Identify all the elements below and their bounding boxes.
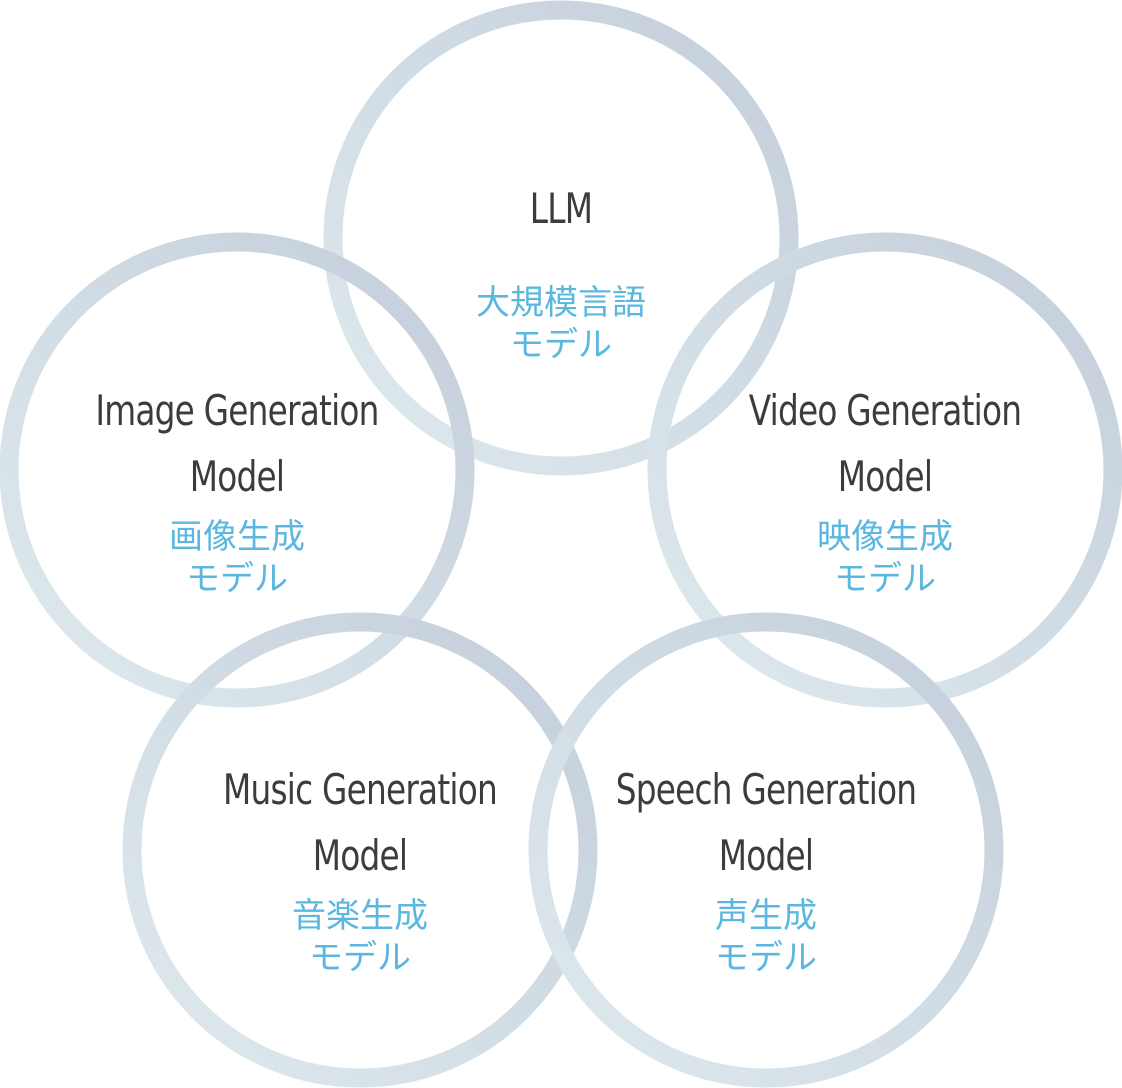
llm-label: LLM 大規模言語 モデル [341, 176, 781, 366]
music-generation-ring [122, 612, 598, 1088]
llm-subtitle-line2: モデル [510, 325, 612, 365]
video-generation-title-line1: Video Generation [748, 386, 1022, 435]
music-generation-subtitle-line1: 音楽生成 [292, 896, 428, 936]
video-generation-subtitle-line2: モデル [834, 559, 936, 599]
music-generation-title-line1: Music Generation [223, 765, 498, 814]
speech-generation-subtitle-line1: 声生成 [715, 896, 817, 936]
video-generation-subtitle: 映像生成 モデル [665, 516, 1105, 600]
speech-generation-label: Speech Generation Model 声生成 モデル [546, 757, 986, 979]
image-generation-subtitle-line1: 画像生成 [169, 517, 305, 557]
music-generation-label: Music Generation Model 音楽生成 モデル [140, 757, 580, 979]
video-generation-subtitle-line1: 映像生成 [817, 517, 953, 557]
speech-generation-subtitle: 声生成 モデル [546, 895, 986, 979]
music-generation-subtitle: 音楽生成 モデル [140, 895, 580, 979]
image-generation-title-line2: Model [189, 452, 285, 501]
image-generation-label: Image Generation Model 画像生成 モデル [17, 378, 457, 600]
music-generation-title-line2: Model [312, 831, 408, 880]
llm-subtitle: 大規模言語 モデル [341, 282, 781, 366]
llm-title: LLM [529, 184, 593, 233]
llm-subtitle-line1: 大規模言語 [476, 283, 646, 323]
video-generation-ring [647, 232, 1122, 708]
speech-generation-title-line2: Model [718, 831, 814, 880]
image-generation-subtitle-line2: モデル [186, 559, 288, 599]
llm-ring [323, 0, 799, 476]
video-generation-title-line2: Model [837, 452, 933, 501]
speech-generation-ring [528, 612, 1004, 1088]
image-generation-subtitle: 画像生成 モデル [17, 516, 457, 600]
image-generation-ring [0, 232, 475, 708]
music-generation-subtitle-line2: モデル [309, 938, 411, 978]
speech-generation-title-line1: Speech Generation [615, 765, 917, 814]
speech-generation-subtitle-line2: モデル [715, 938, 817, 978]
video-generation-label: Video Generation Model 映像生成 モデル [665, 378, 1105, 600]
image-generation-title-line1: Image Generation [95, 386, 379, 435]
